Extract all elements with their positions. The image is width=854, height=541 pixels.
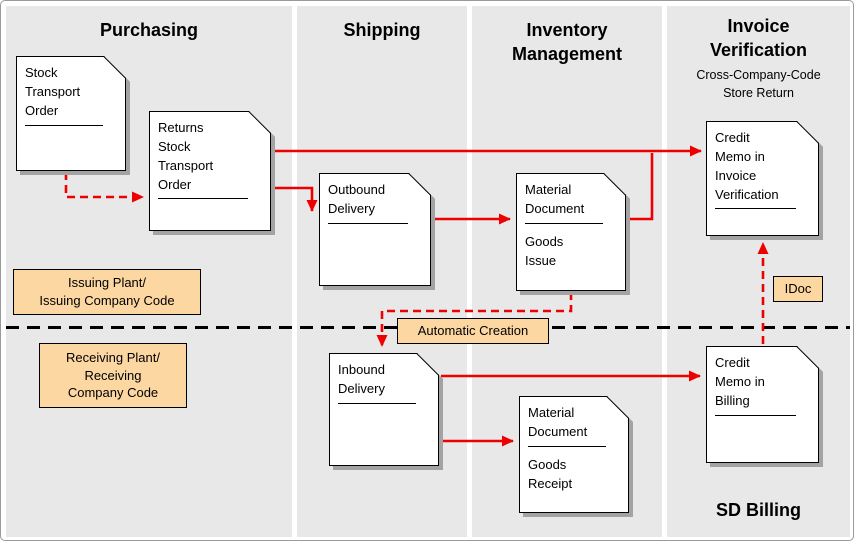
document-page	[319, 173, 431, 286]
document-page	[516, 173, 626, 291]
label-receiving-plant-text: Receiving Plant/ Receiving Company Code	[66, 350, 160, 401]
doc-returns-stock-transport-order: Returns Stock Transport Order	[149, 111, 271, 231]
sd-billing-label: SD Billing	[716, 500, 801, 520]
label-idoc-text: IDoc	[784, 281, 812, 297]
label-automatic-creation-text: Automatic Creation	[417, 323, 529, 339]
document-text: Material Document Goods Receipt	[519, 396, 629, 513]
doc-material-document-goods-receipt: Material Document Goods Receipt	[519, 396, 629, 513]
label-issuing-plant: Issuing Plant/ Issuing Company Code	[13, 269, 201, 315]
document-title: Material Document	[525, 181, 603, 224]
document-text: Stock Transport Order	[16, 56, 126, 171]
document-page	[329, 353, 439, 466]
document-text: Returns Stock Transport Order	[149, 111, 271, 231]
document-page	[149, 111, 271, 231]
document-title: Inbound Delivery	[338, 361, 416, 404]
document-body: Goods Issue	[525, 233, 564, 268]
doc-stock-transport-order: Stock Transport Order	[16, 56, 126, 171]
document-page	[16, 56, 126, 171]
document-title: Credit Memo in Billing	[715, 354, 796, 416]
document-title: Material Document	[528, 404, 606, 447]
document-text: Credit Memo in Invoice Verification	[706, 121, 819, 236]
lane-title-shipping: Shipping	[343, 20, 421, 40]
lane-subtitle-cross-company: Cross-Company-Code Store Return	[696, 68, 821, 101]
label-idoc: IDoc	[773, 276, 823, 302]
document-page	[706, 346, 819, 463]
doc-inbound-delivery: Inbound Delivery	[329, 353, 439, 466]
label-automatic-creation: Automatic Creation	[397, 318, 549, 344]
document-body: Goods Receipt	[528, 456, 573, 491]
document-page	[706, 121, 819, 236]
lane-title-purchasing: Purchasing	[99, 20, 199, 40]
document-text: Material Document Goods Issue	[516, 173, 626, 291]
document-text: Inbound Delivery	[329, 353, 439, 466]
doc-credit-memo-billing: Credit Memo in Billing	[706, 346, 819, 463]
label-receiving-plant: Receiving Plant/ Receiving Company Code	[39, 343, 187, 408]
doc-material-document-goods-issue: Material Document Goods Issue	[516, 173, 626, 291]
document-title: Stock Transport Order	[25, 64, 103, 126]
document-text: Credit Memo in Billing	[706, 346, 819, 463]
document-title: Credit Memo in Invoice Verification	[715, 129, 796, 210]
document-title: Outbound Delivery	[328, 181, 408, 224]
lane-title-inventory-management: Inventory Management	[511, 20, 623, 65]
document-text: Outbound Delivery	[319, 173, 431, 286]
lane-title-invoice-verification: Invoice Verification	[709, 16, 808, 61]
doc-outbound-delivery: Outbound Delivery	[319, 173, 431, 286]
document-page	[519, 396, 629, 513]
label-issuing-plant-text: Issuing Plant/ Issuing Company Code	[39, 275, 175, 308]
doc-credit-memo-invoice-verification: Credit Memo in Invoice Verification	[706, 121, 819, 236]
document-title: Returns Stock Transport Order	[158, 119, 248, 200]
